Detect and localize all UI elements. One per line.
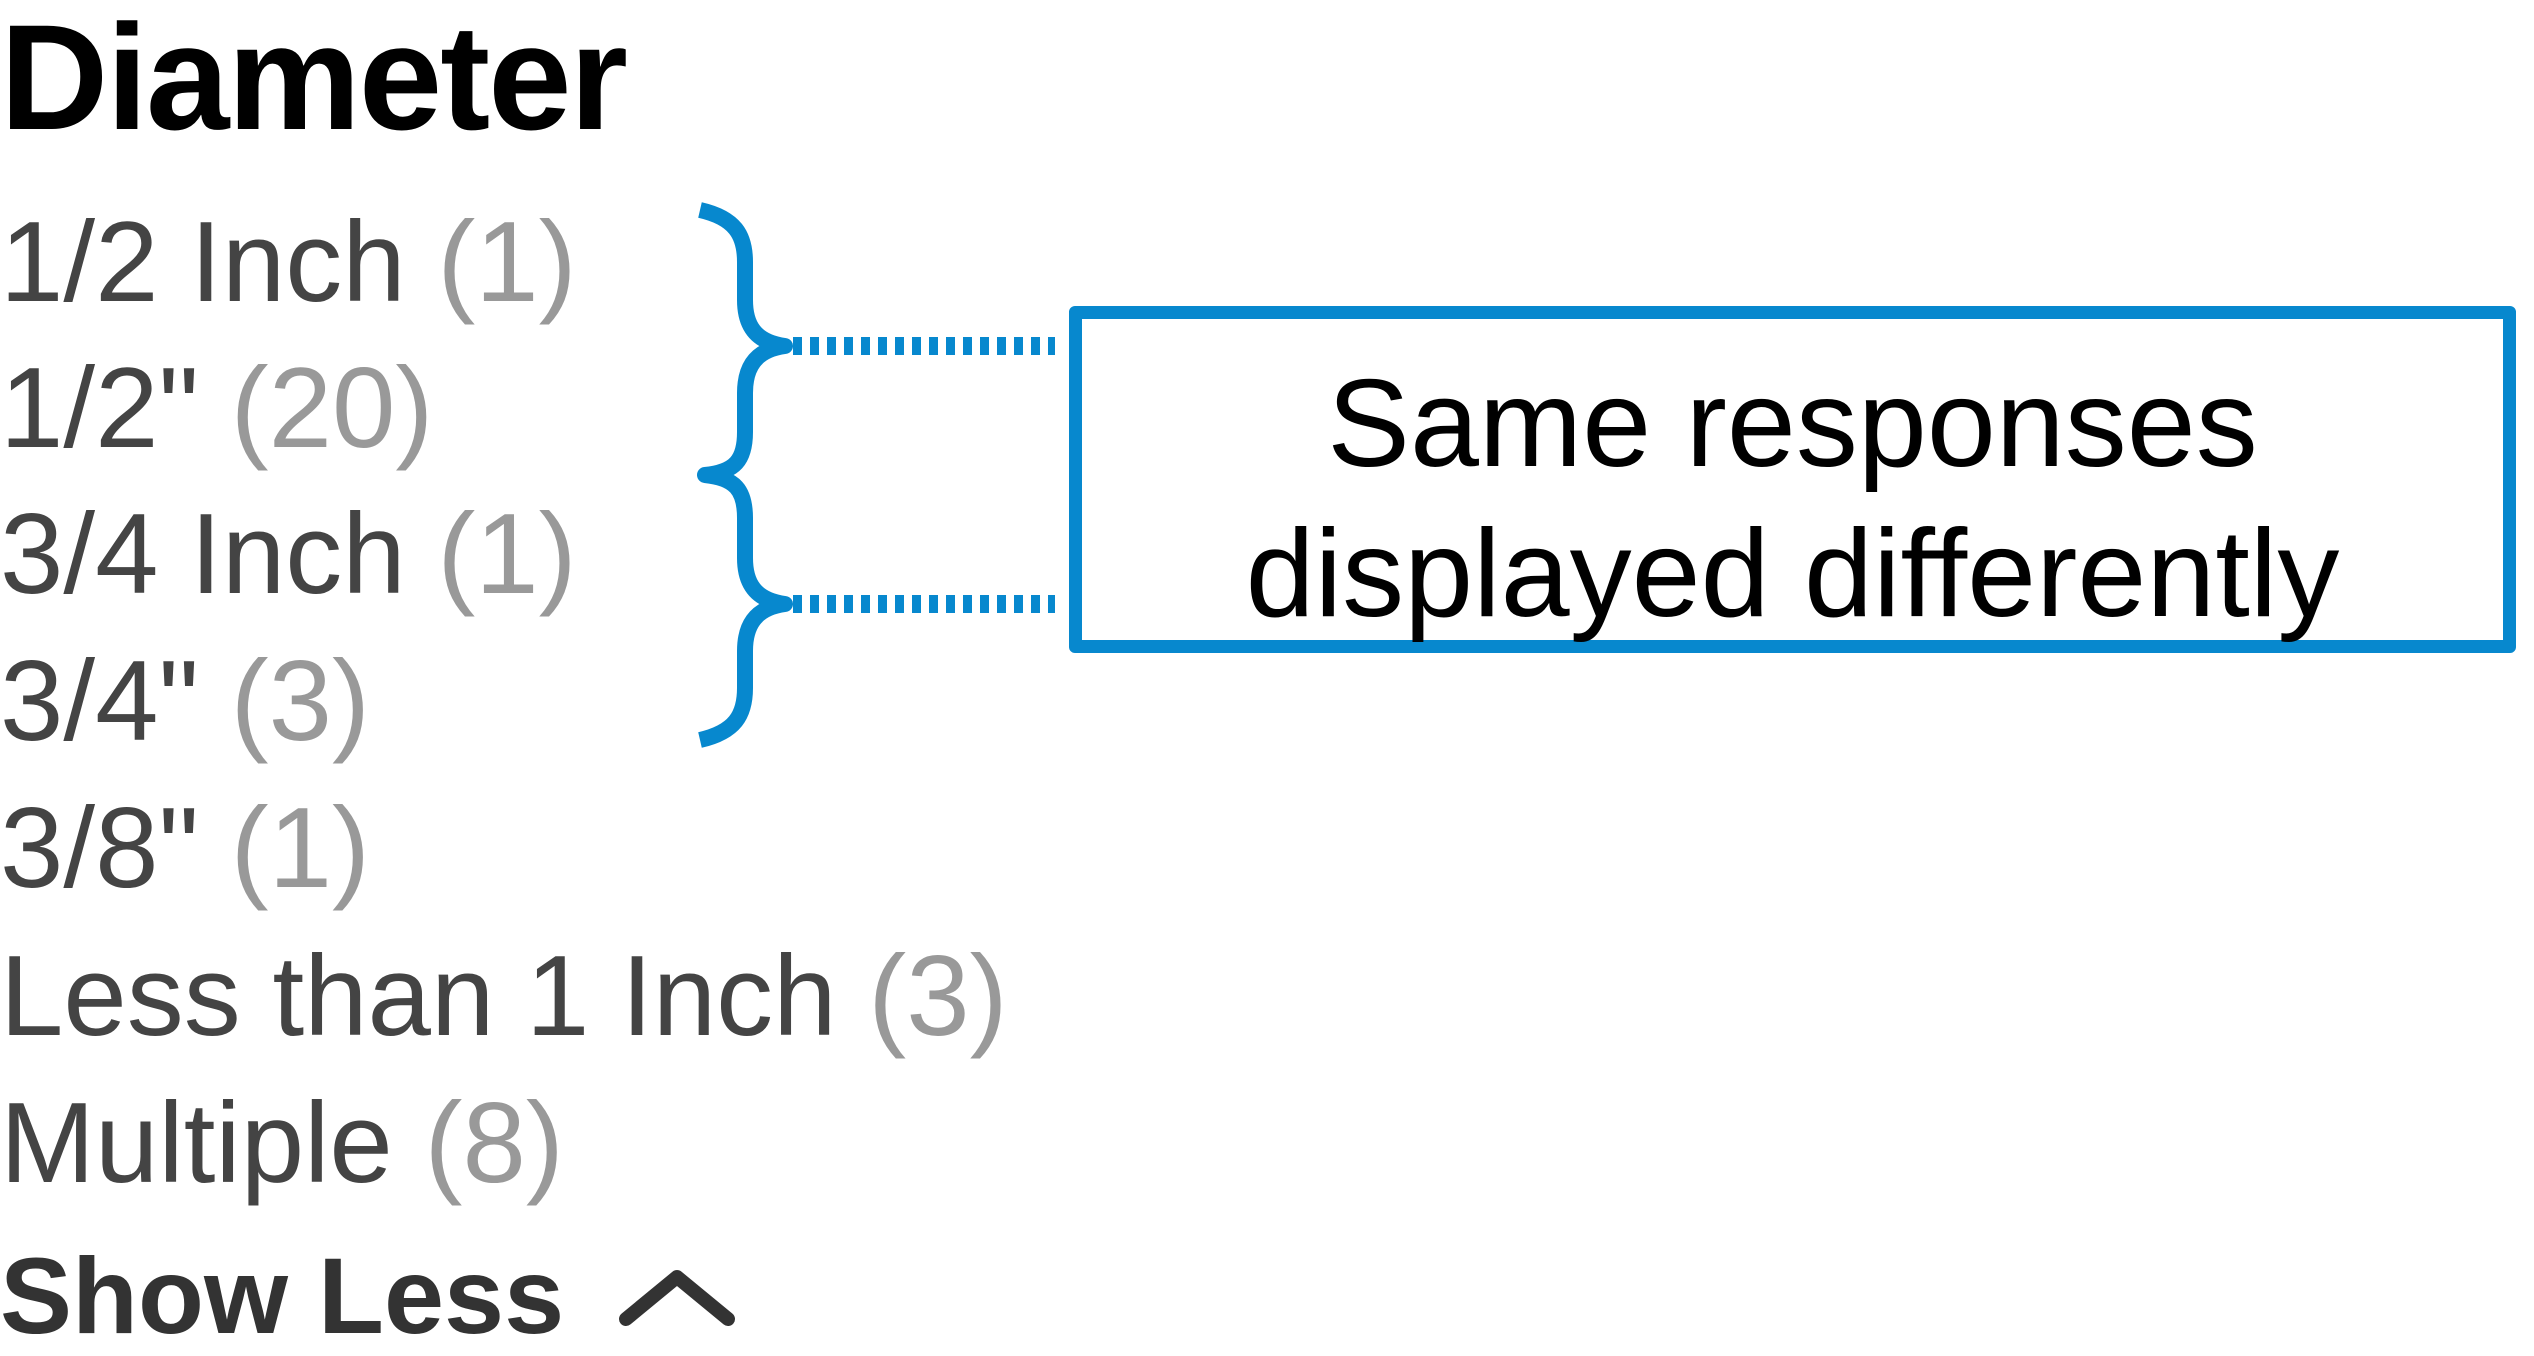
- show-less-label: Show Less: [0, 1235, 565, 1356]
- facet-option-3-8-quote[interactable]: 3/8" (1): [0, 792, 370, 906]
- facet-option-label: 1/2 Inch: [0, 199, 406, 326]
- facet-option-less-than-1-inch[interactable]: Less than 1 Inch (3): [0, 940, 1008, 1054]
- facet-option-multiple[interactable]: Multiple (8): [0, 1087, 564, 1201]
- facet-title: Diameter: [0, 0, 628, 161]
- annotation-callout-box: Same responses displayed differently: [1069, 306, 2516, 653]
- chevron-up-icon: [618, 1236, 736, 1344]
- facet-option-count: (3): [230, 638, 370, 765]
- facet-option-1-2-inch[interactable]: 1/2 Inch (1): [0, 206, 577, 320]
- annotation-text: Same responses displayed differently: [1082, 349, 2503, 649]
- facet-option-label: 3/4 Inch: [0, 491, 406, 618]
- facet-option-count: (1): [437, 491, 577, 618]
- facet-option-label: 1/2": [0, 345, 199, 472]
- facet-option-count: (3): [868, 933, 1008, 1060]
- facet-option-label: Less than 1 Inch: [0, 933, 837, 1060]
- facet-option-label: 3/8": [0, 785, 199, 912]
- annotation-line-2: displayed differently: [1245, 505, 2340, 643]
- show-less-toggle[interactable]: Show Less: [0, 1242, 736, 1350]
- facet-option-count: (1): [437, 199, 577, 326]
- facet-option-3-4-inch[interactable]: 3/4 Inch (1): [0, 498, 577, 612]
- curly-brace-icon: [697, 202, 793, 748]
- facet-option-label: Multiple: [0, 1080, 393, 1207]
- facet-option-1-2-quote[interactable]: 1/2" (20): [0, 352, 433, 466]
- facet-option-label: 3/4": [0, 638, 199, 765]
- facet-option-count: (20): [230, 345, 434, 472]
- annotation-line-1: Same responses: [1327, 355, 2258, 493]
- facet-option-3-4-quote[interactable]: 3/4" (3): [0, 645, 370, 759]
- facet-option-count: (8): [424, 1080, 564, 1207]
- facet-option-count: (1): [230, 785, 370, 912]
